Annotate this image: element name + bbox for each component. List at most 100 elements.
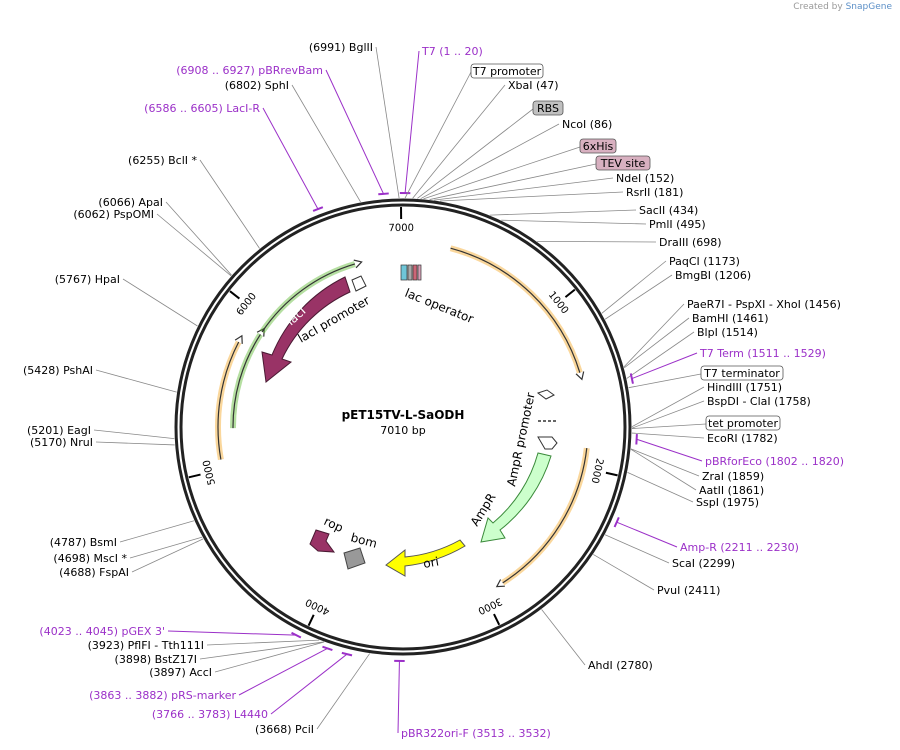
site-callout [489, 209, 637, 216]
feature-callout [631, 423, 707, 429]
primer-label: (6586 .. 6605) LacI-R [144, 102, 260, 115]
tick-3000 [493, 613, 501, 626]
feature-callout [404, 71, 472, 199]
site-callout [439, 191, 624, 202]
tick-label-3000: 3000 [476, 595, 504, 616]
insert-arc-arrowhead [575, 371, 585, 381]
site-callout [291, 84, 361, 203]
site-label: (4787) BsmI [50, 536, 117, 549]
primer-callout [325, 69, 384, 195]
site-label: (3923) PflFI - Tth111I [88, 639, 204, 652]
ori-label: ori [422, 554, 440, 570]
tick-1000 [564, 288, 576, 298]
site-label: AhdI (2780) [588, 659, 653, 672]
feature-box [700, 365, 784, 381]
site-callout [631, 432, 705, 439]
primer-mark [322, 645, 333, 652]
feature-box [705, 415, 781, 431]
site-label: PaeR7I - PspXI - XhoI (1456) [687, 298, 841, 311]
site-callout [122, 278, 198, 327]
site-label: (5170) NruI [30, 436, 93, 449]
site-label: PmlI (495) [649, 218, 706, 231]
primer-label: T7 (1 .. 20) [421, 45, 483, 58]
ampR-promoter-glyph [536, 389, 555, 400]
site-callout [199, 159, 260, 249]
site-label: (6802) SphI [225, 79, 289, 92]
primer-callout [238, 648, 328, 696]
site-label: (4698) MscI * [53, 552, 127, 565]
site-callout [631, 400, 705, 429]
backbone-inner [179, 203, 627, 651]
primer-mark [613, 516, 620, 528]
feature-box-label: RBS [537, 102, 559, 115]
primer-label: (6908 .. 6927) pBRrevBam [176, 64, 323, 77]
site-callout [95, 441, 175, 446]
site-label: RsrII (181) [626, 186, 683, 199]
callout-lines [93, 46, 707, 734]
ampR-arc-arrowhead [495, 579, 505, 588]
primer-mark [629, 373, 634, 384]
plasmid-size: 7010 bp [380, 424, 425, 437]
tick-6000 [229, 290, 241, 300]
site-label: AatII (1861) [699, 484, 764, 497]
lacI-green-arc [232, 334, 261, 429]
primer-mark [341, 651, 353, 657]
site-callout [214, 641, 325, 673]
primer-mark [291, 631, 302, 639]
primer-callout [262, 107, 319, 210]
ampR-promoter-glyph-3 [537, 436, 558, 450]
tick-label-5000: 5000 [201, 459, 218, 486]
site-label: HindIII (1751) [707, 381, 782, 394]
feature-box [532, 100, 564, 116]
site-label: (3897) AccI [149, 666, 212, 679]
site-callout [434, 177, 614, 201]
site-callout [593, 554, 655, 591]
plasmid-name: pET15TV-L-SaODH [342, 408, 465, 422]
site-callout [375, 46, 400, 199]
tick-2000 [605, 471, 618, 477]
site-callout [623, 303, 685, 368]
primer-callout [636, 438, 703, 462]
backbone-outer [174, 198, 632, 656]
site-callout [316, 653, 370, 730]
site-callout [630, 448, 700, 477]
tick-label-6000: 6000 [235, 291, 259, 318]
site-callout [156, 213, 232, 277]
primer-mark [635, 433, 638, 445]
site-label: XbaI (47) [508, 79, 559, 92]
site-callout [627, 472, 694, 503]
feature-box [579, 138, 617, 154]
lacI-green-arc-2-arrowhead [353, 259, 363, 269]
tick-label-4000: 4000 [304, 596, 332, 617]
primer-label: (4023 .. 4045) pGEX 3' [39, 625, 165, 638]
tick-5000 [188, 473, 201, 479]
site-label: (6991) BglII [309, 41, 373, 54]
site-label: (6255) BclI * [128, 154, 197, 167]
site-callout [601, 260, 667, 314]
tick-4000 [307, 614, 315, 627]
site-label: BmgBI (1206) [675, 269, 751, 282]
lacI-orange-arc [217, 341, 240, 460]
site-callout [119, 520, 195, 543]
site-label: (3668) PciI [255, 723, 314, 736]
feature-box-label: T7 terminator [703, 367, 780, 380]
site-label: SacII (434) [639, 204, 698, 217]
primer-callout [631, 352, 698, 380]
site-label: NdeI (152) [616, 172, 674, 185]
site-callout [165, 201, 232, 276]
site-callout [604, 534, 670, 564]
site-callout [93, 429, 175, 439]
tick-label-2000: 2000 [588, 457, 604, 484]
feature-box [470, 63, 544, 79]
site-label: (6062) PspOMI [73, 208, 154, 221]
site-label: PvuI (2411) [657, 584, 720, 597]
site-label: EcoRI (1782) [707, 432, 778, 445]
site-callout [631, 386, 705, 428]
site-callout [604, 274, 673, 320]
site-label: (5428) PshAI [23, 364, 93, 377]
feature-callout [423, 146, 581, 200]
primer-label: (3766 .. 3783) L4440 [152, 708, 268, 721]
feature-arcs [215, 245, 590, 588]
site-label: BamHI (1461) [692, 312, 769, 325]
